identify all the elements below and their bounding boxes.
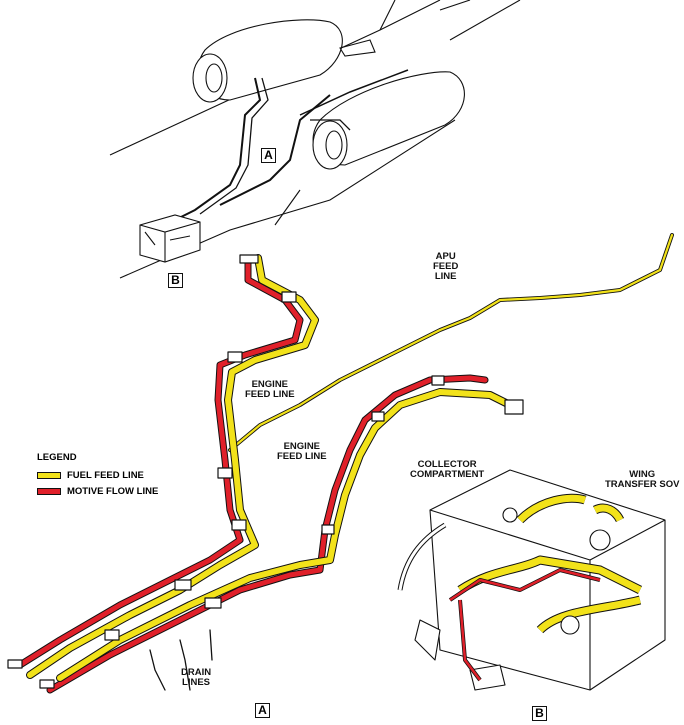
engine-feed-line-1-line2: FEED LINE	[245, 389, 295, 400]
apu-feed-line-label-line1: APU	[435, 251, 456, 262]
wing-transfer-sov-line2: TRANSFER SOV	[605, 479, 680, 490]
drain-lines-line2: LINES	[182, 677, 211, 688]
wing-transfer-sov-label: WING TRANSFER SOV	[605, 470, 679, 490]
engine-feed-line-2-line2: FEED LINE	[277, 451, 327, 462]
collector-compartment-line1: COLLECTOR	[417, 459, 477, 470]
collector-compartment-line2: COMPARTMENT	[410, 469, 485, 480]
apu-feed-line-label-line2: FEED	[433, 261, 459, 272]
detail-ref-top-b: B	[168, 273, 183, 288]
engine-feed-line-2-line1: ENGINE	[283, 441, 321, 452]
detail-b-collector	[397, 469, 666, 691]
detail-a-piping	[7, 233, 674, 694]
legend-title: LEGEND	[37, 452, 77, 463]
legend-label-fuel: FUEL FEED LINE	[67, 470, 144, 481]
detail-ref-bottom-b: B	[532, 706, 547, 721]
apu-feed-line-label: APU FEED LINE	[433, 252, 458, 282]
wing-transfer-sov-line1: WING	[629, 469, 656, 480]
collector-compartment-label: COLLECTOR COMPARTMENT	[410, 460, 484, 480]
engine-feed-line-label-2: ENGINE FEED LINE	[277, 442, 327, 462]
detail-ref-bottom-a: A	[255, 703, 270, 718]
legend-label-motive: MOTIVE FLOW LINE	[67, 486, 159, 497]
drain-lines-label: DRAIN LINES	[181, 668, 211, 688]
legend-swatch-motive	[37, 488, 61, 495]
aircraft-overview	[109, 0, 521, 279]
detail-ref-top-a: A	[261, 148, 276, 163]
engine-feed-line-1-line1: ENGINE	[251, 379, 289, 390]
drain-lines-line1: DRAIN	[181, 667, 212, 678]
engine-feed-line-label-1: ENGINE FEED LINE	[245, 380, 295, 400]
legend-swatch-fuel	[37, 472, 61, 479]
apu-feed-line-label-line3: LINE	[434, 271, 457, 282]
legend-item-motive: MOTIVE FLOW LINE	[37, 486, 158, 497]
legend-item-fuel: FUEL FEED LINE	[37, 470, 144, 481]
